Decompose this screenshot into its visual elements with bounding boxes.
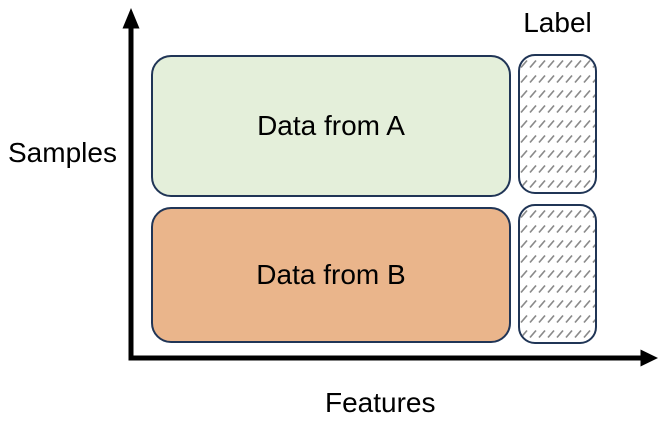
- diagonal-hatch-pattern: [520, 206, 595, 342]
- data-from-a-label: Data from A: [257, 110, 405, 141]
- label-column-title: Label: [523, 7, 592, 38]
- x-axis-label: Features: [325, 387, 436, 418]
- data-from-b-box: Data from B: [151, 207, 511, 343]
- data-from-a-box: Data from A: [151, 55, 511, 197]
- diagonal-hatch-pattern: [520, 56, 595, 192]
- data-from-b-label: Data from B: [256, 259, 406, 290]
- label-block-for-a: [518, 54, 597, 194]
- label-block-for-b: [518, 204, 597, 344]
- x-axis-arrowhead-icon: [640, 349, 658, 367]
- y-axis-arrowhead-icon: [122, 8, 140, 29]
- y-axis-label: Samples: [8, 137, 117, 168]
